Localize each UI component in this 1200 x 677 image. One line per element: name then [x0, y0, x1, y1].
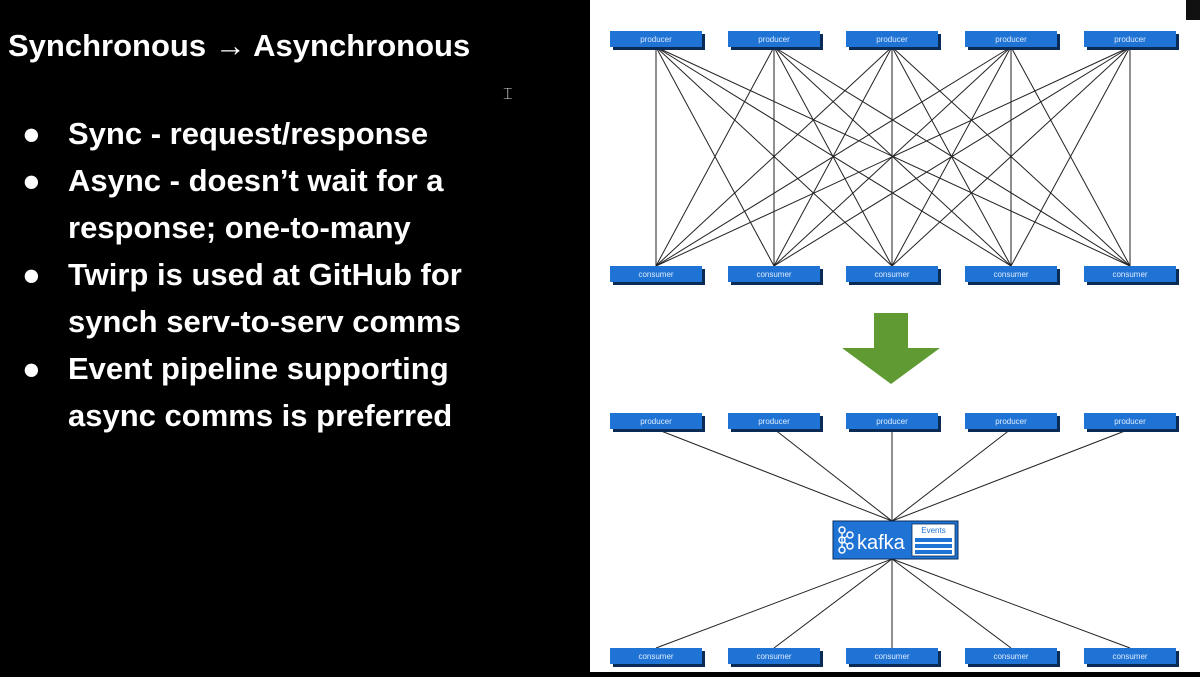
bullet-4-line-1: Event pipeline supporting — [68, 351, 449, 386]
bullet-dot: ● — [22, 257, 41, 292]
bottom-consumer-box-label: consumer — [638, 652, 673, 661]
bullet-4-line-2: async comms is preferred — [68, 398, 453, 433]
connection-line — [773, 46, 1131, 267]
bullet-1-line-1: Sync - request/response — [68, 116, 429, 151]
top-consumer-box: consumer — [610, 266, 705, 285]
connection-line — [891, 558, 1131, 649]
bottom-consumer-box: consumer — [846, 648, 941, 667]
top-consumer-box: consumer — [728, 266, 823, 285]
bottom-consumer-box-label: consumer — [993, 652, 1028, 661]
connection-line — [655, 46, 775, 267]
bottom-consumer-box: consumer — [965, 648, 1060, 667]
diagram-panel: producer producer producer producer producer… — [590, 0, 1200, 672]
top-producer-box-label: producer — [640, 35, 672, 44]
top-producer-box-label: producer — [995, 35, 1027, 44]
bottom-producer-box-label: producer — [1114, 417, 1146, 426]
top-consumer-box: consumer — [1084, 266, 1179, 285]
top-consumer-box-label: consumer — [1112, 270, 1147, 279]
top-consumer-box-label: consumer — [874, 270, 909, 279]
top-producer-box: producer — [610, 31, 705, 50]
top-producer-box: producer — [846, 31, 941, 50]
down-arrow-icon — [842, 313, 940, 384]
connection-line — [655, 428, 893, 522]
bullet-2-line-2: response; one-to-many — [68, 210, 411, 245]
top-producer-box: producer — [728, 31, 823, 50]
connection-line — [773, 428, 893, 522]
bullet-dot: ● — [22, 116, 41, 151]
event-row — [915, 544, 952, 548]
slide-title: Synchronous → Asynchronous — [8, 28, 471, 63]
connection-line — [1010, 46, 1131, 267]
bottom-producer-box: producer — [728, 413, 823, 432]
top-producer-box: producer — [1084, 31, 1179, 50]
events-tag: Events — [921, 526, 945, 535]
text-cursor-icon: ⌶ — [503, 84, 513, 103]
connection-line — [655, 46, 893, 267]
event-row — [915, 538, 952, 542]
connection-line — [891, 428, 1131, 522]
bottom-consumer-box: consumer — [610, 648, 705, 667]
connection-line — [891, 558, 1012, 649]
top-consumer-box: consumer — [965, 266, 1060, 285]
kafka-broker-box: kafka Events — [832, 520, 959, 560]
top-consumer-box-label: consumer — [993, 270, 1028, 279]
kafka-label: kafka — [857, 532, 906, 554]
top-consumer-box: consumer — [846, 266, 941, 285]
top-consumer-box-label: consumer — [638, 270, 673, 279]
top-producer-box: producer — [965, 31, 1060, 50]
bottom-producer-box-label: producer — [758, 417, 790, 426]
connection-line — [655, 46, 1012, 267]
window-corner — [1186, 0, 1200, 20]
slide-text-panel: Synchronous → Asynchronous ● Sync - requ… — [0, 0, 590, 672]
kafka-logo-icon — [838, 526, 854, 554]
bottom-producer-box-label: producer — [995, 417, 1027, 426]
bottom-consumer-box: consumer — [728, 648, 823, 667]
bottom-producer-box: producer — [965, 413, 1060, 432]
connection-line — [773, 558, 893, 649]
bottom-producer-box-label: producer — [876, 417, 908, 426]
event-row — [915, 550, 952, 554]
connection-line — [891, 428, 1012, 522]
architecture-diagram: producer producer producer producer producer… — [610, 31, 1179, 667]
bottom-producer-box: producer — [1084, 413, 1179, 432]
bullet-dot: ● — [22, 351, 41, 386]
bottom-consumer-box-label: consumer — [874, 652, 909, 661]
bullet-3-line-1: Twirp is used at GitHub for — [68, 257, 462, 292]
connection-line — [891, 46, 1131, 267]
bottom-producer-box-label: producer — [640, 417, 672, 426]
bottom-consumer-box-label: consumer — [1112, 652, 1147, 661]
bottom-producer-box: producer — [846, 413, 941, 432]
bullet-2-line-1: Async - doesn’t wait for a — [68, 163, 444, 198]
top-producer-box-label: producer — [1114, 35, 1146, 44]
connection-line — [655, 46, 1131, 267]
bottom-producer-box: producer — [610, 413, 705, 432]
top-consumer-box-label: consumer — [756, 270, 791, 279]
connection-line — [655, 558, 893, 649]
top-producer-box-label: producer — [758, 35, 790, 44]
bottom-consumer-box: consumer — [1084, 648, 1179, 667]
top-producer-box-label: producer — [876, 35, 908, 44]
bullet-3-line-2: synch serv-to-serv comms — [68, 304, 461, 339]
bottom-consumer-box-label: consumer — [756, 652, 791, 661]
bullet-dot: ● — [22, 163, 41, 198]
